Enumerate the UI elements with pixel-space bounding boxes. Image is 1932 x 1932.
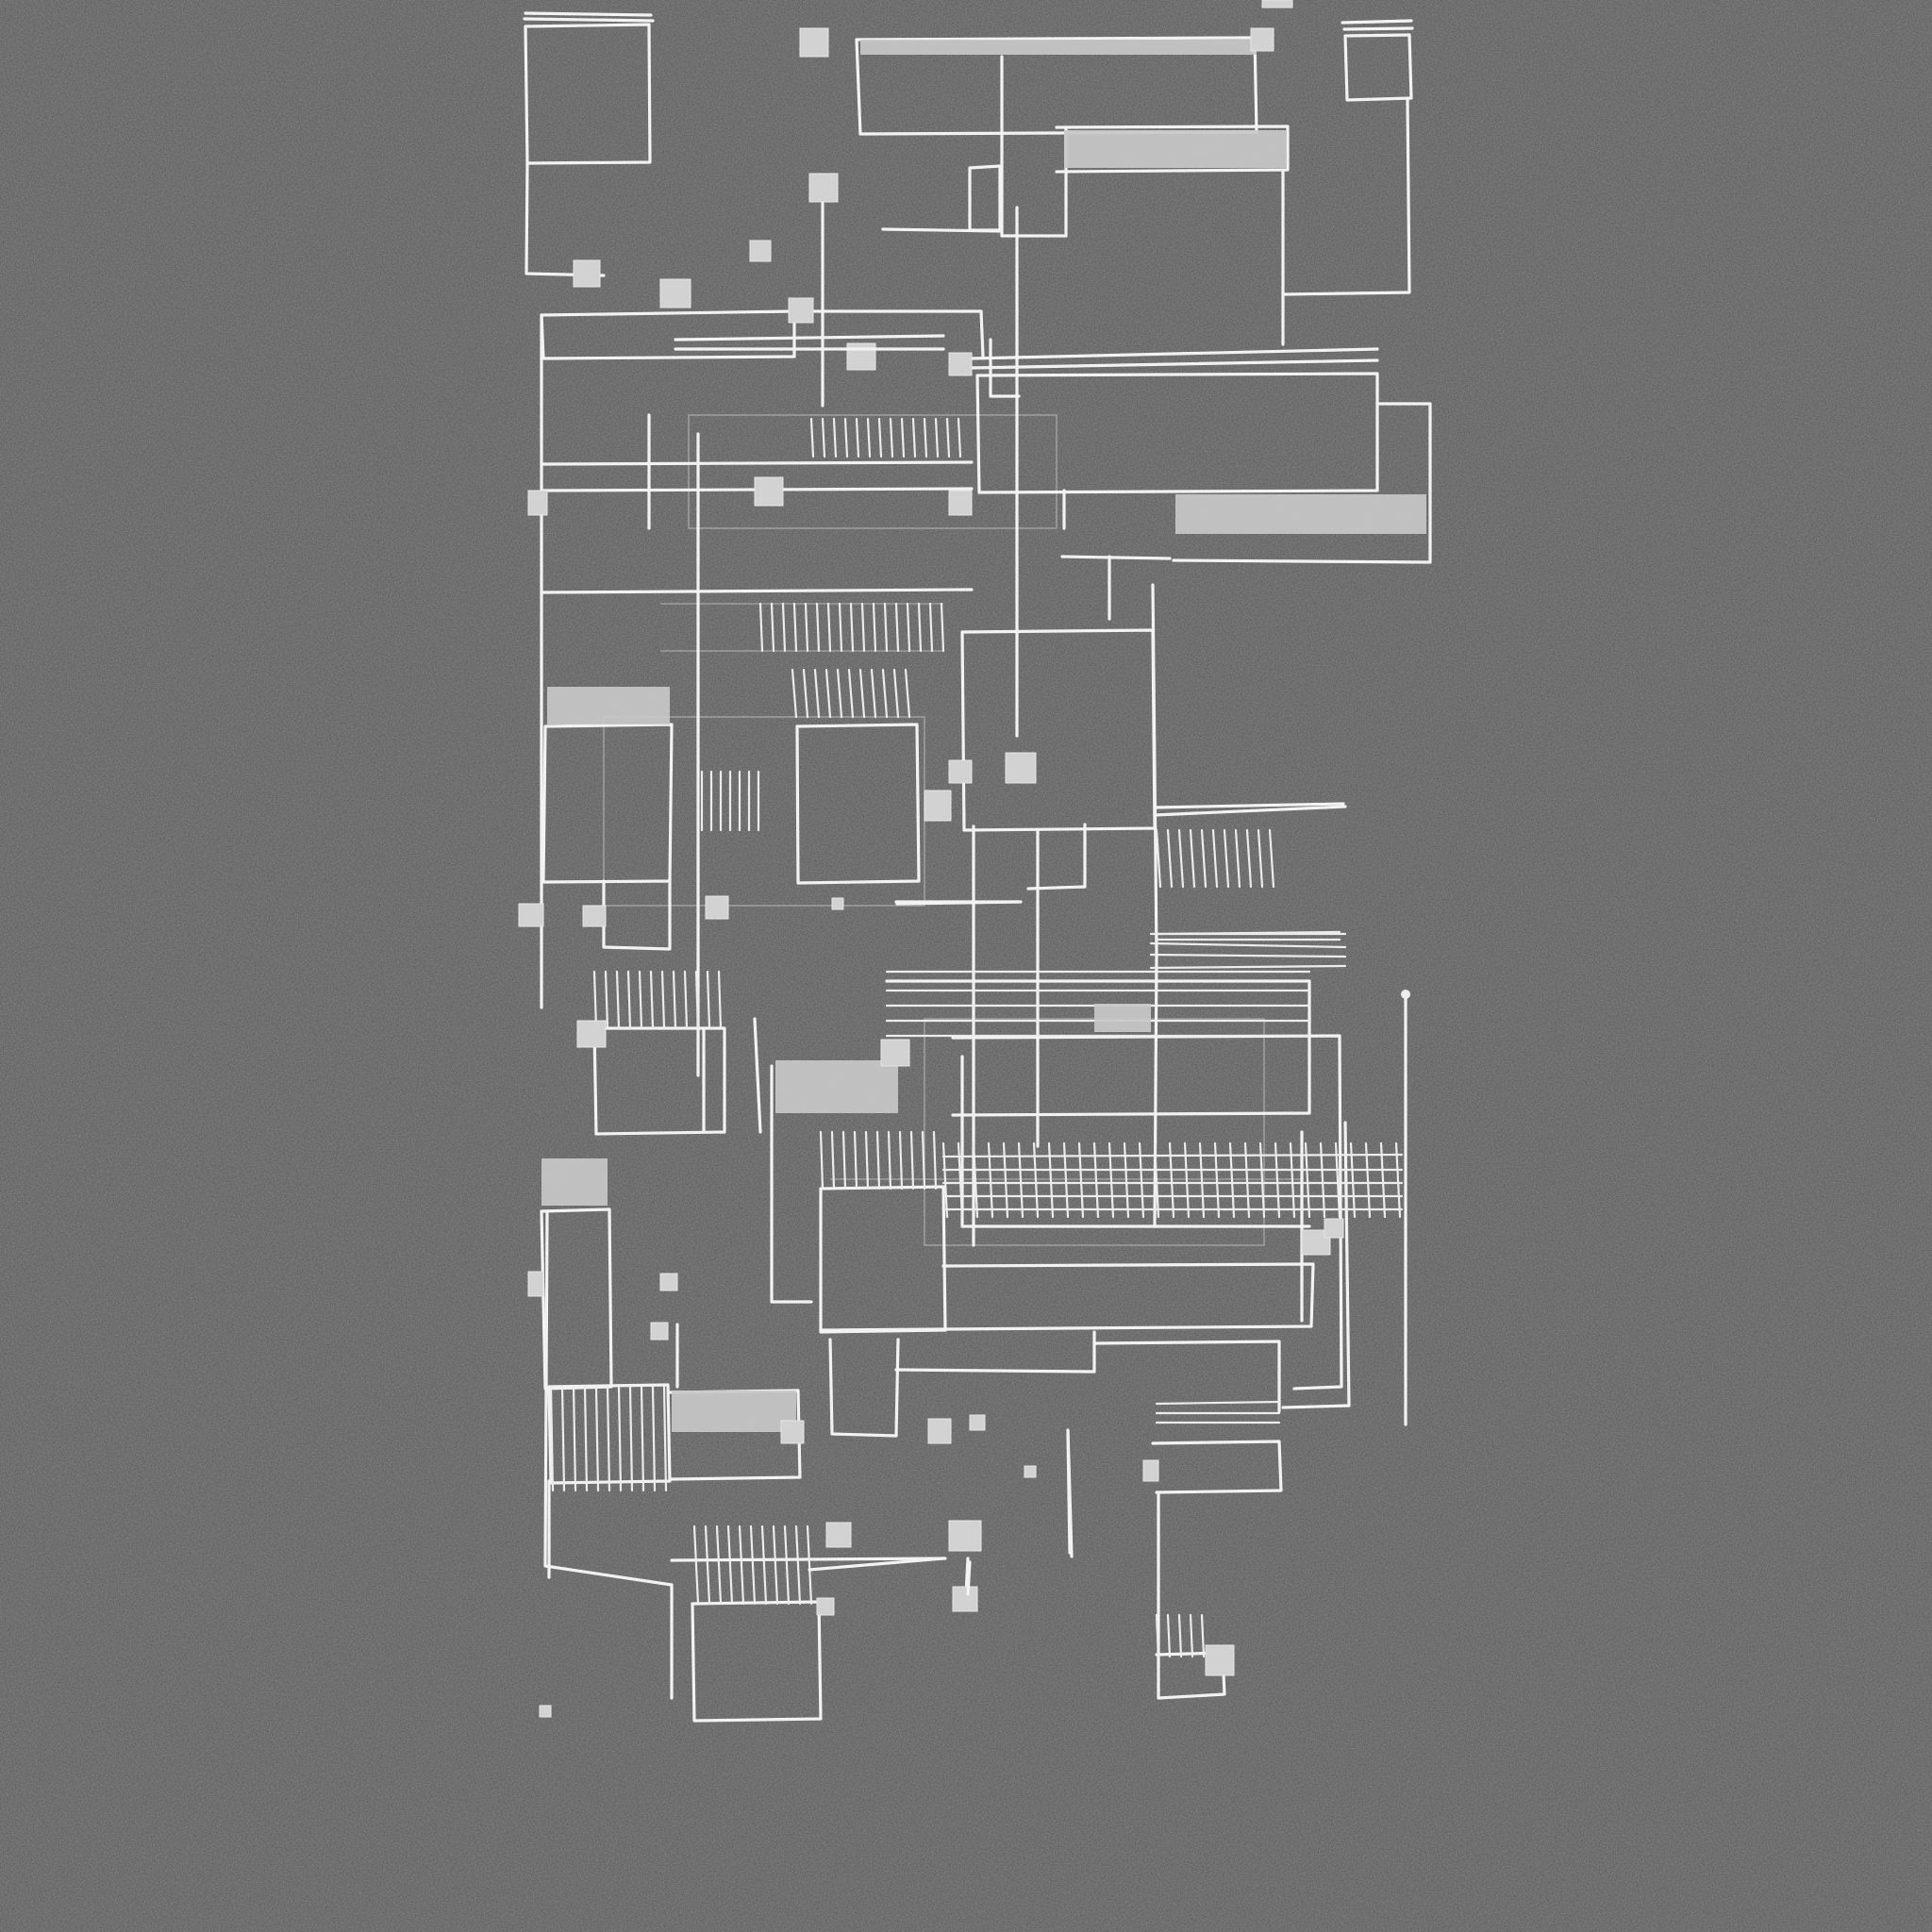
node-squares — [518, 0, 1410, 1718]
hatching — [549, 417, 1404, 1658]
connector-lines — [674, 334, 1345, 1596]
shaded-blocks — [541, 40, 1426, 1432]
